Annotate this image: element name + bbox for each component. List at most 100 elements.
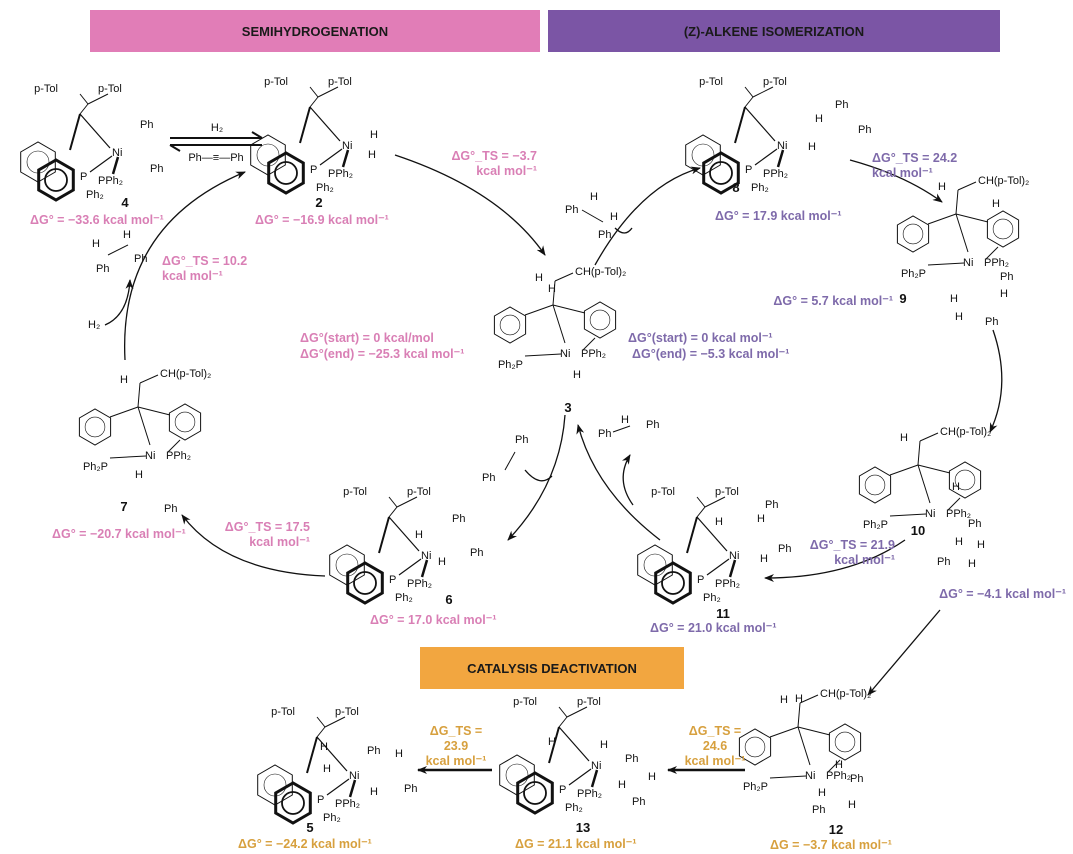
reagent-cis-stilbene-atom: Ph [598, 229, 611, 241]
reagent-trans-stilbene-atom: Ph [96, 263, 109, 275]
atom-pph2: PPh₂ [407, 578, 432, 590]
bond [309, 86, 319, 98]
bond [744, 86, 754, 98]
atom-pph2: PPh₂ [826, 770, 851, 782]
bond [696, 516, 728, 552]
ts-energy-ts_6_7: kcal mol⁻¹ [249, 535, 310, 549]
benzene-ring-right-aromatic [589, 309, 611, 331]
benzene-ring-right-aromatic [174, 411, 196, 433]
reagent-trans-stilbene-atom: H [92, 238, 100, 250]
benzene-ring-right [583, 301, 617, 339]
benzene-ring-back [685, 134, 721, 176]
atom-h: H [900, 432, 908, 444]
atom-h: H [368, 149, 376, 161]
bond [568, 768, 592, 786]
atom-ph: Ph [150, 163, 163, 175]
atom-h: H [135, 469, 143, 481]
bond [917, 464, 931, 504]
atom-ph: Ph [835, 99, 848, 111]
atom-ph: Ph [625, 753, 638, 765]
benzene-ring-front [346, 561, 384, 605]
atom-ni: Ni [925, 508, 935, 520]
bond [728, 559, 737, 578]
atom-h: H [950, 293, 958, 305]
compound-number-8: 8 [732, 180, 739, 195]
atom-ni: Ni [342, 140, 352, 152]
semi-start-energy: ΔG°(start) = 0 kcal/mol [300, 331, 434, 345]
benzene-ring-front [267, 151, 305, 195]
header-isomerization-label: (Z)-ALKENE ISOMERIZATION [683, 23, 865, 39]
ts-energy-ts_12_13: ΔG_TS = [689, 724, 741, 738]
benzene-ring-left [896, 215, 930, 253]
atom-ni: Ni [963, 257, 973, 269]
atom-ch-p-tol2: CH(p-Tol)₂ [978, 175, 1029, 187]
atom-p: P [697, 574, 704, 586]
ts-energy-ts_13_5: kcal mol⁻¹ [426, 754, 487, 768]
bond [696, 506, 706, 518]
compound-number-13: 13 [576, 820, 590, 835]
atom-p: P [559, 784, 566, 796]
benzene-ring-right [986, 210, 1020, 248]
bond [769, 726, 799, 738]
atom-ph: Ph [858, 124, 871, 136]
atom-h: H [815, 113, 823, 125]
bond [552, 304, 566, 344]
benzene-ring-left [493, 306, 527, 344]
bond [985, 246, 999, 260]
atom-h: H [618, 779, 626, 791]
arrow-h2-in [104, 279, 134, 326]
bond [324, 716, 346, 728]
atom-ni: Ni [729, 550, 739, 562]
bond [686, 516, 698, 554]
atom-pph2: PPh₂ [335, 798, 360, 810]
arrow-alkyne-in [524, 469, 553, 482]
ts-energy-ts_10_11: kcal mol⁻¹ [834, 553, 895, 567]
bond [917, 464, 951, 474]
benzene-ring-front [274, 781, 312, 825]
atom-h: H [848, 799, 856, 811]
bond [69, 113, 81, 151]
atom-h: H [548, 283, 556, 295]
benzene-ring-front-aromatic [709, 161, 733, 185]
reagent-cis-stilbene-atom: Ph [565, 204, 578, 216]
atom-h: H [370, 786, 378, 798]
compound-number-2: 2 [315, 195, 322, 210]
bond [552, 280, 556, 306]
atom-ph: Ph [812, 804, 825, 816]
atom-ph2: Ph₂ [316, 182, 334, 194]
atom-h: H [808, 141, 816, 153]
benzene-ring-left [738, 728, 772, 766]
stilbene-double-bond [107, 244, 129, 256]
equilibrium-arrow-back-head [169, 144, 181, 152]
atom-pph2: PPh₂ [328, 168, 353, 180]
atom-ph: Ph [778, 543, 791, 555]
atom-p-tol: p-Tol [343, 486, 367, 498]
bond [776, 149, 785, 168]
bond [348, 779, 357, 798]
reagent-stilbene-out-atom: Ph [598, 428, 611, 440]
atom-ph2: Ph₂ [323, 812, 341, 824]
atom-p-tol: p-Tol [699, 76, 723, 88]
benzene-ring-front [37, 158, 75, 202]
header-isomerization: (Z)-ALKENE ISOMERIZATION [548, 10, 1000, 52]
bond [316, 726, 326, 738]
bond [137, 382, 141, 408]
ts-energy-ts_10_11: ΔG°_TS = 21.9 [810, 538, 895, 552]
benzene-ring-left-aromatic [499, 314, 521, 336]
atom-ni: Ni [421, 550, 431, 562]
dG-compound-10: ΔG° = −4.1 kcal mol⁻¹ [939, 587, 1066, 601]
ts-energy-ts_6_7: ΔG°_TS = 17.5 [225, 520, 310, 534]
ts-energy-ts_12_13: kcal mol⁻¹ [685, 754, 746, 768]
bond [79, 93, 89, 105]
atom-ni: Ni [112, 147, 122, 159]
bond [167, 439, 181, 453]
arrow-6-to-7 [181, 514, 326, 577]
ts-energy-ts_12_13: 24.6 [703, 739, 727, 753]
compound-number-10: 10 [911, 523, 925, 538]
bond [566, 706, 588, 718]
bond [955, 213, 989, 223]
atom-ph: Ph [765, 499, 778, 511]
